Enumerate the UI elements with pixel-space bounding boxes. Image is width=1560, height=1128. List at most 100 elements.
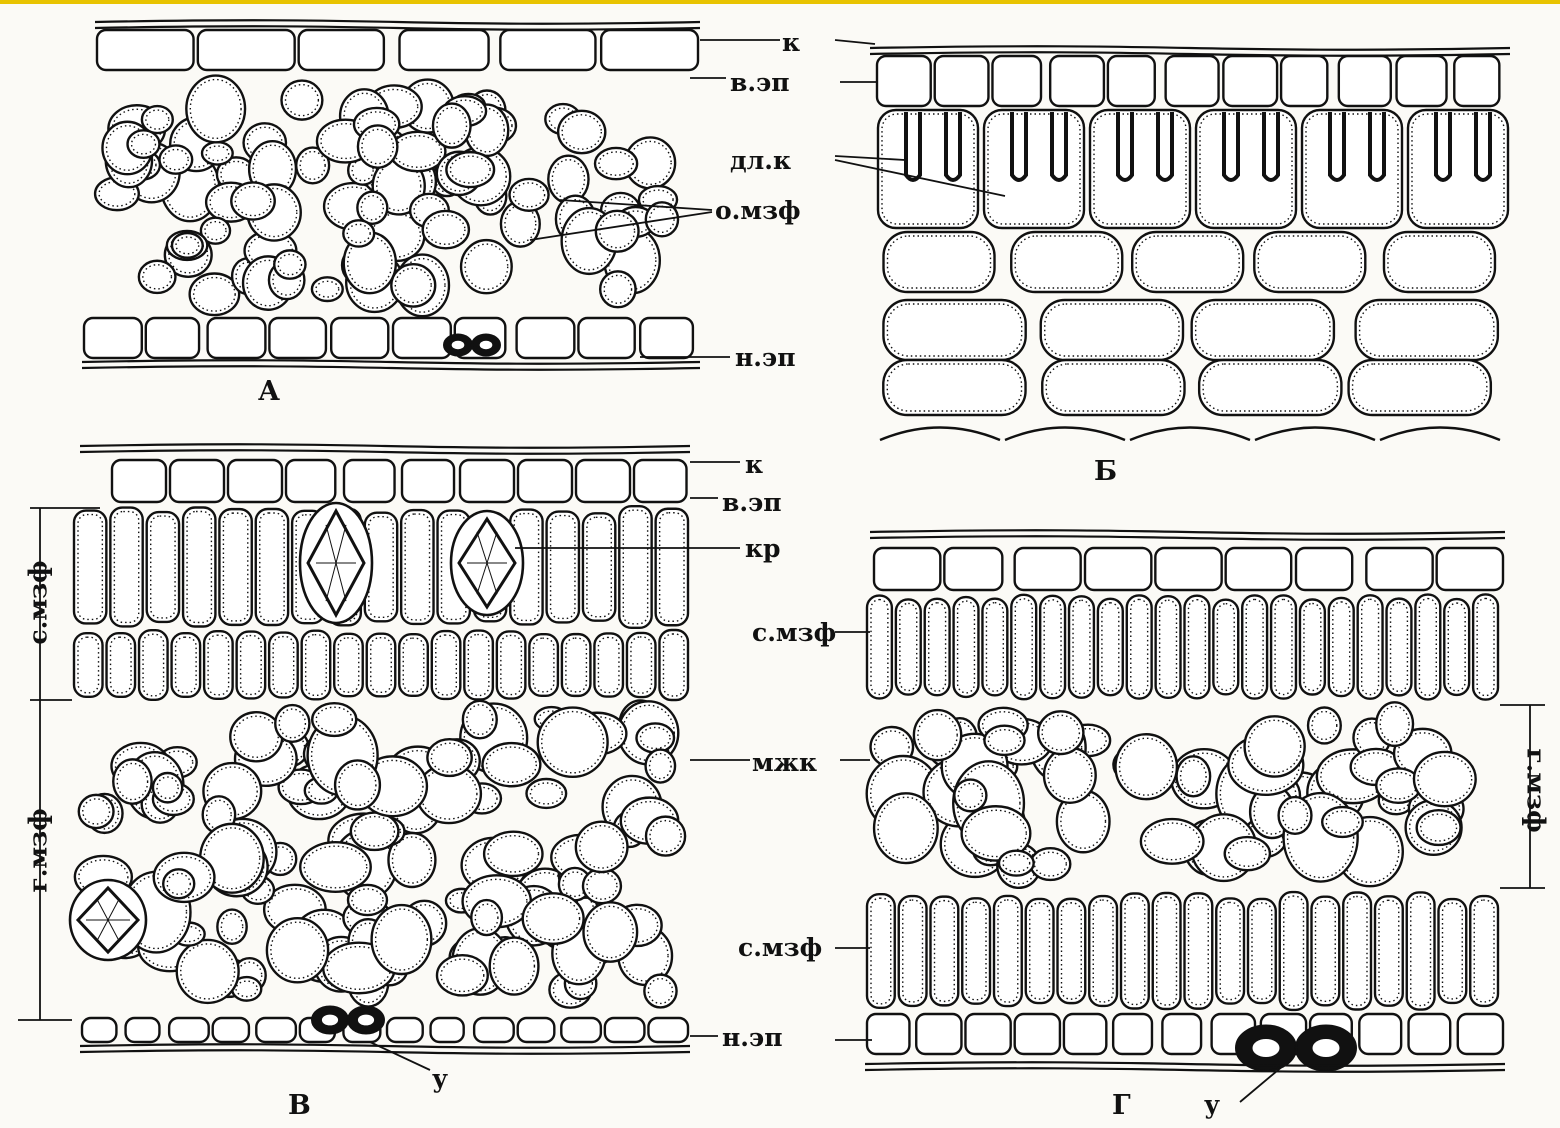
guard-cell-lumen xyxy=(1253,1039,1280,1057)
cuticle-line xyxy=(80,1044,690,1047)
cell xyxy=(1437,548,1503,590)
label-palisade-mesophyll-lower: с.мзф xyxy=(738,935,822,960)
cell xyxy=(1397,56,1447,106)
cell xyxy=(198,30,295,70)
cell xyxy=(1015,1014,1060,1054)
cell xyxy=(1041,300,1183,360)
label-upper-epidermis-a: в.эп xyxy=(730,70,790,95)
cell xyxy=(393,318,451,358)
cell xyxy=(1116,734,1177,799)
cell xyxy=(483,743,541,786)
label-lower-epidermis-v: н.эп xyxy=(722,1025,783,1050)
cell-wall-arc xyxy=(1130,428,1250,441)
cell xyxy=(1366,548,1432,590)
label-stoma-g: у xyxy=(1204,1092,1220,1117)
cell xyxy=(1242,595,1267,698)
cell xyxy=(984,110,1084,228)
cell xyxy=(1085,548,1151,590)
guard-cell-lumen xyxy=(452,341,465,349)
cell xyxy=(916,1014,961,1054)
cell xyxy=(576,822,628,872)
cuticle-line xyxy=(865,1062,1505,1065)
guard-cell-lumen xyxy=(1313,1039,1340,1057)
cell xyxy=(578,318,634,358)
cell xyxy=(1030,848,1070,880)
cell xyxy=(867,1014,909,1054)
panel-label-g: Г xyxy=(1112,1092,1131,1119)
cell xyxy=(640,318,693,358)
cell xyxy=(596,211,639,252)
cell xyxy=(256,509,288,625)
cell xyxy=(367,634,396,697)
cell xyxy=(1040,596,1065,698)
cell xyxy=(656,509,688,625)
cell xyxy=(1407,892,1435,1009)
cell xyxy=(159,145,192,173)
cell xyxy=(547,512,579,623)
label-upper-epidermis-v: в.эп xyxy=(722,490,782,515)
cell xyxy=(518,460,572,502)
cell xyxy=(935,56,989,106)
cell xyxy=(299,30,384,70)
cell xyxy=(1113,1014,1152,1054)
cell xyxy=(267,918,328,982)
cell xyxy=(1254,232,1365,292)
cell xyxy=(561,1018,601,1042)
cell xyxy=(1281,56,1327,106)
cell xyxy=(256,1018,296,1042)
cell xyxy=(1245,716,1305,776)
cell xyxy=(391,264,435,306)
cell xyxy=(490,938,539,995)
cell xyxy=(999,851,1034,876)
cell xyxy=(334,634,363,696)
cell xyxy=(281,81,322,120)
label-spongy-mesophyll-vertical-g: г.мзф xyxy=(1524,741,1549,841)
cell xyxy=(300,842,370,892)
cell xyxy=(286,460,335,502)
cell xyxy=(423,211,469,248)
cell xyxy=(1339,56,1391,106)
label-palisade-mesophyll-upper: с.мзф xyxy=(752,620,836,645)
cell xyxy=(1185,893,1213,1008)
cell xyxy=(446,152,494,187)
cell xyxy=(1458,1014,1503,1054)
label-cuticle-v: к xyxy=(745,452,763,477)
label-cuticle-a: к xyxy=(782,30,800,55)
cell xyxy=(1199,360,1341,415)
cell xyxy=(1166,56,1219,106)
cell xyxy=(372,905,432,974)
cell xyxy=(1155,548,1221,590)
cell xyxy=(1177,756,1211,796)
label-intercellular-space: мжк xyxy=(752,750,817,775)
cell xyxy=(1408,110,1508,228)
cell xyxy=(648,1018,688,1042)
cell xyxy=(517,318,575,358)
cell xyxy=(558,111,605,153)
cell xyxy=(877,56,931,106)
cell xyxy=(348,885,387,915)
cell xyxy=(600,271,635,307)
cell xyxy=(883,360,1025,415)
cell xyxy=(433,104,471,148)
cell xyxy=(954,780,986,812)
cell xyxy=(601,30,698,70)
cell xyxy=(344,460,395,502)
cell xyxy=(139,261,176,293)
panel-g-section xyxy=(865,530,1505,1071)
cell xyxy=(427,739,471,776)
cell xyxy=(1121,893,1149,1008)
cell xyxy=(576,460,630,502)
cell xyxy=(619,506,651,628)
cell xyxy=(646,817,685,856)
cell xyxy=(583,869,621,904)
cell xyxy=(1127,595,1152,698)
cell xyxy=(463,701,497,739)
cell-wall-arc xyxy=(1255,428,1375,441)
cell xyxy=(183,507,215,626)
cell xyxy=(1358,595,1383,698)
cell xyxy=(523,893,584,944)
cell xyxy=(177,940,239,1003)
cell xyxy=(1108,56,1155,106)
cell xyxy=(97,30,194,70)
cell xyxy=(351,813,399,850)
